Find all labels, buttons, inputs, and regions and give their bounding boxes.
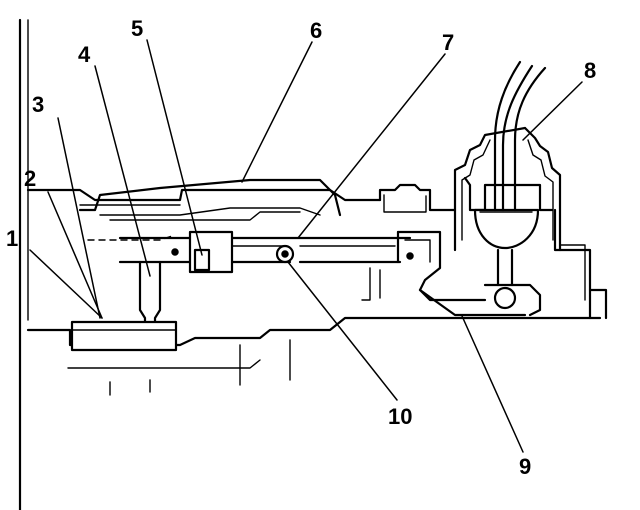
shift-rail <box>118 236 412 264</box>
cable-bracket <box>396 230 527 317</box>
shift-cables <box>493 60 547 212</box>
internal-dashed-line <box>87 234 176 241</box>
retaining-pin <box>275 244 295 264</box>
leader-3 <box>57 117 101 319</box>
leader-2 <box>47 191 103 319</box>
callout-4: 4 <box>78 42 91 67</box>
lever-shaft <box>138 260 162 332</box>
callout-7: 7 <box>442 30 454 55</box>
callouts: 1 2 3 4 5 6 7 8 9 10 <box>6 16 596 479</box>
leader-8 <box>522 81 583 141</box>
housing-outline <box>18 18 608 510</box>
boot-bellows <box>453 126 562 252</box>
leader-5 <box>146 39 203 256</box>
leader-10 <box>287 261 398 401</box>
leader-4 <box>94 65 151 277</box>
callout-5: 5 <box>131 16 143 41</box>
callout-6: 6 <box>310 18 322 43</box>
leader-7 <box>297 53 446 239</box>
callout-3: 3 <box>32 92 44 117</box>
callout-1: 1 <box>6 226 18 251</box>
ball-socket <box>483 248 542 317</box>
leader-lines <box>29 39 583 453</box>
leader-1 <box>29 249 103 319</box>
callout-9: 9 <box>519 454 531 479</box>
callout-10: 10 <box>388 404 412 429</box>
leader-9 <box>461 315 524 453</box>
upper-cover <box>78 178 342 221</box>
callout-8: 8 <box>584 58 596 83</box>
callout-2: 2 <box>24 166 36 191</box>
selector-block <box>171 230 286 274</box>
leader-6 <box>241 41 313 183</box>
lower-block <box>70 320 178 352</box>
